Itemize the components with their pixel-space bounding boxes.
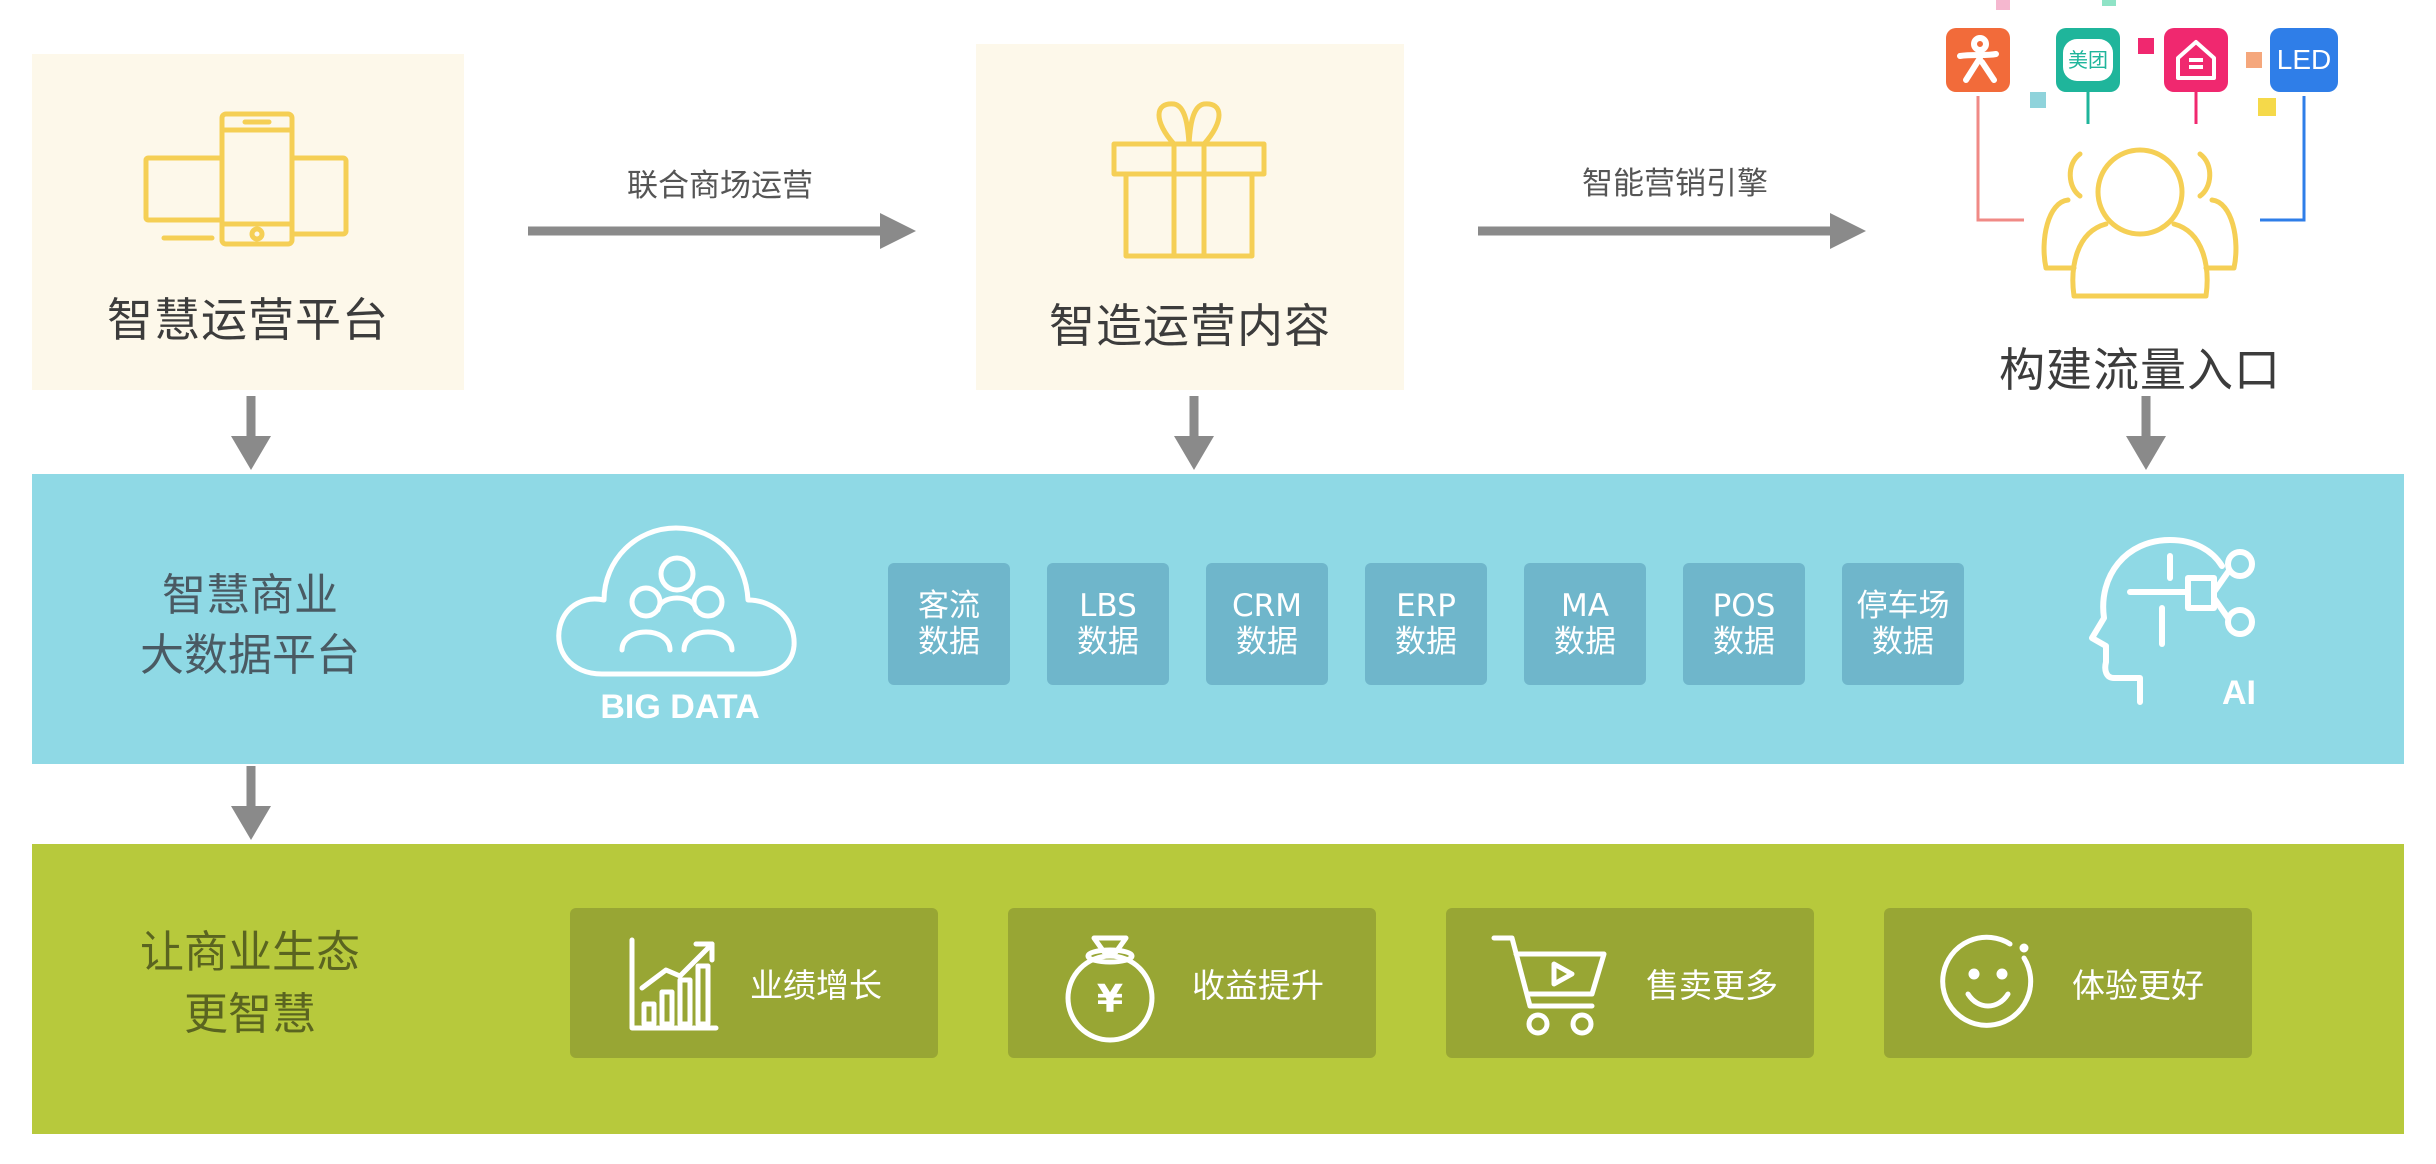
arrow-down-icon bbox=[2126, 396, 2166, 470]
ai-label: AI bbox=[2222, 674, 2256, 712]
tile-line: 数据 bbox=[918, 624, 980, 660]
led-label: LED bbox=[2276, 44, 2332, 75]
shopping-cart-icon bbox=[1491, 935, 1607, 1036]
band-title-line: 更智慧 bbox=[184, 989, 316, 1040]
data-tile-crm[interactable]: CRM 数据 bbox=[1206, 563, 1328, 685]
traffic-entry: 美团 LED 构建流量入口 bbox=[1940, 0, 2340, 400]
benefit-tile-performance[interactable]: 业绩增长 bbox=[570, 908, 938, 1058]
benefit-band-title: 让商业生态 更智慧 bbox=[100, 922, 400, 1046]
users-icon bbox=[2041, 147, 2239, 299]
benefit-label: 体验更好 bbox=[2072, 966, 2204, 1005]
ai-head-icon bbox=[2089, 537, 2255, 705]
card-smart-operation-platform: 智慧运营平台 bbox=[32, 54, 464, 390]
tile-line: 数据 bbox=[1395, 624, 1457, 660]
data-tile-erp[interactable]: ERP 数据 bbox=[1365, 563, 1487, 685]
tile-line: 数据 bbox=[1077, 624, 1139, 660]
dianping-icon[interactable] bbox=[1946, 28, 2010, 92]
big-data-band-title: 智慧商业 大数据平台 bbox=[100, 566, 400, 686]
tile-line: MA bbox=[1561, 588, 1609, 624]
led-icon[interactable]: LED bbox=[2270, 28, 2338, 92]
benefit-label: 售卖更多 bbox=[1646, 966, 1778, 1005]
meituan-icon[interactable]: 美团 bbox=[2056, 28, 2120, 92]
benefit-label: 收益提升 bbox=[1192, 966, 1324, 1005]
arrow-down-icon bbox=[231, 396, 271, 470]
tile-line: 客流 bbox=[918, 588, 980, 624]
tile-line: ERP bbox=[1396, 588, 1456, 624]
money-bag-icon: ¥ bbox=[1065, 935, 1155, 1043]
data-tile-ma[interactable]: MA 数据 bbox=[1524, 563, 1646, 685]
big-data-cloud-icon bbox=[556, 525, 797, 677]
tile-line: LBS bbox=[1079, 588, 1137, 624]
band-title-line: 让商业生态 bbox=[140, 927, 360, 978]
arrow-right-icon bbox=[528, 213, 916, 249]
data-tile-parking[interactable]: 停车场 数据 bbox=[1842, 563, 1964, 685]
devices-icon bbox=[143, 111, 349, 247]
arrow-down-icon bbox=[1174, 396, 1214, 470]
arrow-label-marketing-engine: 智能营销引擎 bbox=[1582, 166, 1768, 202]
arrow-label-mall-operation: 联合商场运营 bbox=[627, 168, 813, 204]
card-operation-content: 智造运营内容 bbox=[976, 44, 1404, 390]
tile-line: 数据 bbox=[1554, 624, 1616, 660]
data-tile-lbs[interactable]: LBS 数据 bbox=[1047, 563, 1169, 685]
tile-line: CRM bbox=[1232, 588, 1302, 624]
growth-chart-icon bbox=[629, 937, 719, 1031]
tile-line: 停车场 bbox=[1856, 588, 1950, 624]
tile-line: 数据 bbox=[1236, 624, 1298, 660]
smiley-face-icon bbox=[1940, 934, 2034, 1028]
band-title-line: 智慧商业 bbox=[162, 570, 338, 621]
benefit-tile-sales[interactable]: 售卖更多 bbox=[1446, 908, 1814, 1058]
arrow-down-icon bbox=[231, 766, 271, 840]
big-data-label: BIG DATA bbox=[600, 688, 760, 726]
tile-line: 数据 bbox=[1713, 624, 1775, 660]
tile-line: POS bbox=[1712, 588, 1776, 624]
home-icon[interactable] bbox=[2164, 28, 2228, 92]
card-title: 智慧运营平台 bbox=[107, 293, 389, 347]
svg-text:¥: ¥ bbox=[1097, 977, 1123, 1021]
card-title: 智造运营内容 bbox=[1049, 299, 1331, 353]
meituan-label: 美团 bbox=[2068, 48, 2108, 72]
card-title: 构建流量入口 bbox=[1999, 343, 2281, 397]
gift-icon bbox=[1111, 101, 1267, 259]
benefit-label: 业绩增长 bbox=[750, 966, 882, 1005]
benefit-tile-experience[interactable]: 体验更好 bbox=[1884, 908, 2252, 1058]
data-tile-pos[interactable]: POS 数据 bbox=[1683, 563, 1805, 685]
band-title-line: 大数据平台 bbox=[140, 630, 360, 681]
benefit-tile-revenue[interactable]: ¥ 收益提升 bbox=[1008, 908, 1376, 1058]
channel-connectors bbox=[1976, 0, 2306, 222]
tile-line: 数据 bbox=[1872, 624, 1934, 660]
data-tile-customer-flow[interactable]: 客流 数据 bbox=[888, 563, 1010, 685]
arrow-right-icon bbox=[1478, 213, 1866, 249]
